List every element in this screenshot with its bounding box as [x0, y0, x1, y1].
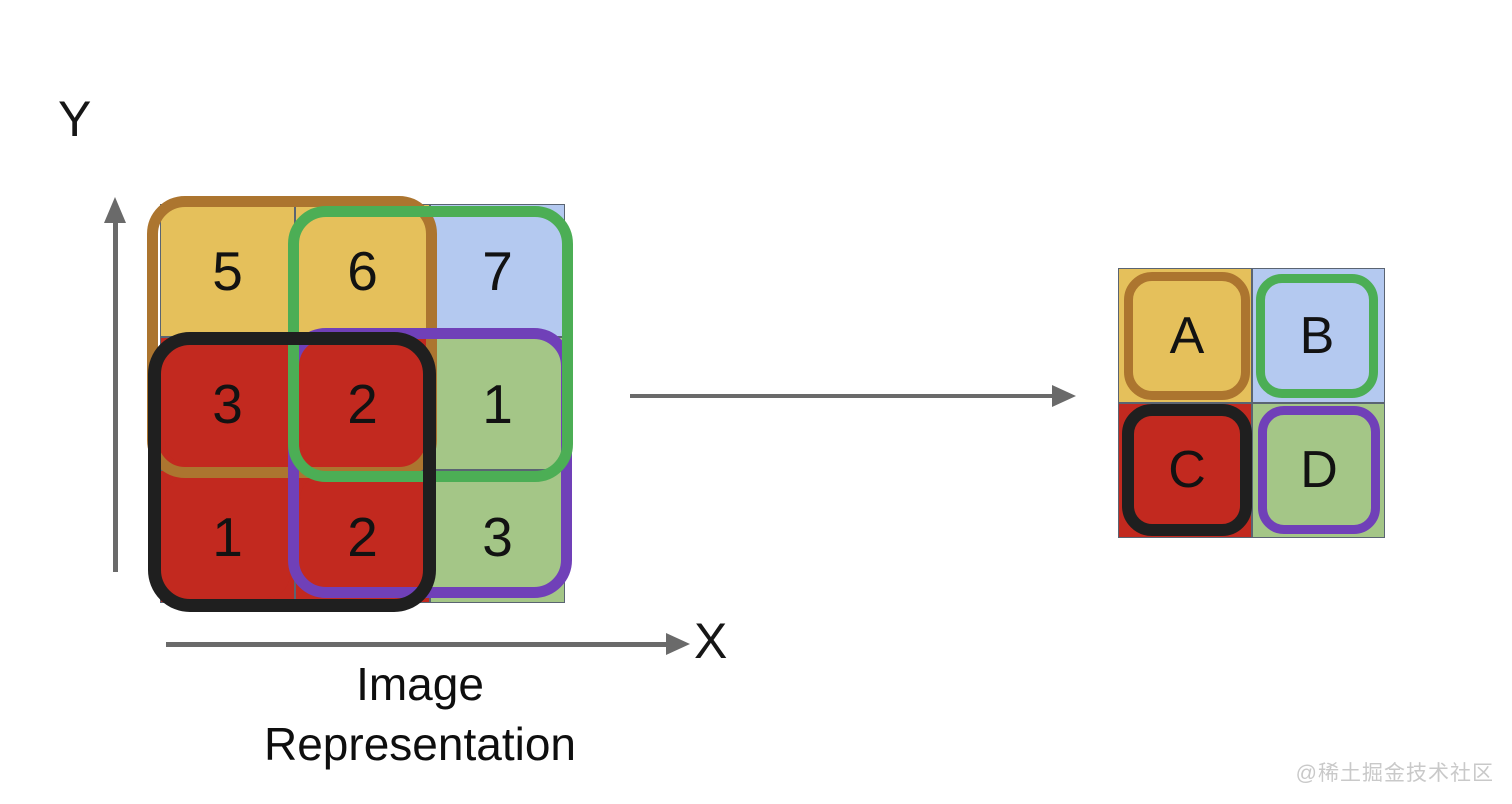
watermark: @稀土掘金技术社区: [1295, 762, 1494, 785]
output-cell-A: A: [1124, 272, 1250, 400]
caption-line-2: Representation: [264, 718, 576, 770]
pool-window-bottom-left: [148, 332, 436, 612]
mapping-arrow-head-icon: [1052, 385, 1076, 407]
caption: Image Representation: [110, 654, 730, 774]
mapping-arrow-line: [630, 394, 1052, 398]
x-axis-line: [166, 642, 666, 647]
output-cell-C: C: [1122, 404, 1252, 536]
y-axis-label: Y: [58, 91, 92, 147]
image-representation-grid: 5 6 7 3 2 1 1 2 3: [147, 196, 573, 612]
arrow-up-icon: [104, 197, 126, 223]
caption-line-1: Image: [356, 658, 484, 710]
x-axis-label: X: [694, 613, 728, 669]
pooled-output-grid: B A D C: [1118, 268, 1385, 538]
output-cell-B: B: [1256, 274, 1378, 398]
output-cell-D: D: [1258, 406, 1380, 534]
y-axis-line: [113, 219, 118, 572]
grid-cell-value: 5: [165, 209, 290, 332]
arrow-right-icon: [666, 633, 690, 655]
